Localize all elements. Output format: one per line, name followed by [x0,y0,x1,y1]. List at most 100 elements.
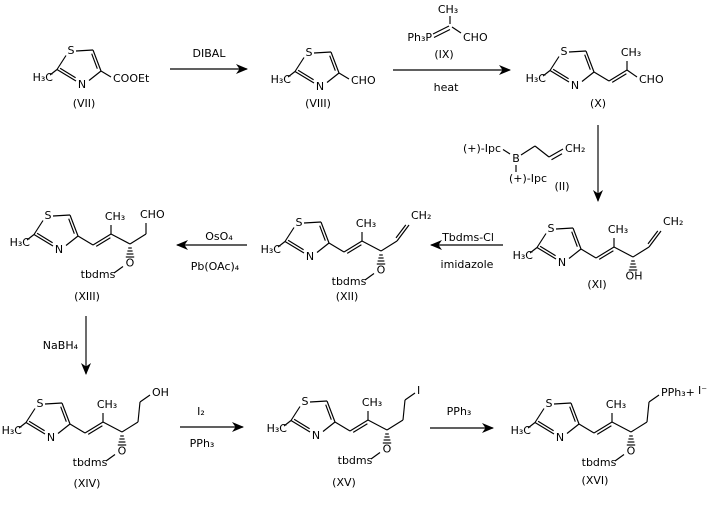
substituent-bond [100,70,112,78]
atom-s-label: S [296,216,303,229]
thiazole-ring-bonds [277,221,330,254]
compound-number-label: (XV) [332,476,356,489]
substituent-bond [338,72,350,80]
atom-n-label: N [47,431,55,444]
compound-number-label: (XI) [587,278,606,291]
compound-xvi: S N H₃C CH₃ O tbdms PPh₃+ I⁻ (XVI) [511,384,708,487]
methyl-label: H₃C [511,424,532,437]
methyl-label: H₃C [271,73,292,86]
compound-number-label: (VII) [73,97,96,110]
compound-x: S N H₃C CH₃ CHO (X) [526,45,664,110]
oxygen-label: O [627,445,636,458]
atom-s-label: S [68,44,75,57]
ester-label: COOEt [113,72,150,85]
vinyl-bonds [328,231,363,254]
silyl-label: tbdms [582,456,617,469]
atom-n-label: N [556,431,564,444]
thiazole-ring-bonds [527,402,580,435]
aldehyde-chain-bonds [129,222,147,245]
vinyl-bonds [593,60,628,83]
methyl-label: H₃C [10,236,31,249]
atom-n-label: N [316,80,324,93]
compound-xiv: S N H₃C CH₃ O tbdms OH (XIV) [2,386,169,490]
silyl-label: tbdms [81,268,116,281]
borane-number-label: (II) [554,180,569,193]
vinyl-methyl-label: CH₃ [356,217,376,230]
compound-xiii: S N H₃C CH₃ O tbdms CHO (XIII) [10,208,165,303]
aldehyde-label: CHO [639,73,664,86]
allyl-chain-bonds [632,230,662,258]
ipc-top-label: (+)-Ipc [463,142,501,155]
thiazole-ring-bonds [529,227,582,260]
vinyl-methyl-label: CH₃ [606,398,626,411]
compound-number-label: (XII) [336,290,359,303]
terminal-methylene-label: CH₂ [411,209,431,222]
hydroxyethyl-chain-bonds [121,394,151,433]
ylide-number-label: (IX) [434,48,453,61]
boron-label: B [512,152,520,165]
atom-n-label: N [55,243,63,256]
oxygen-label: O [126,257,135,270]
methyl-label: H₃C [33,71,54,84]
oxygen-label: O [377,264,386,277]
condition-label: heat [434,81,459,94]
compound-number-label: (VIII) [305,97,331,110]
atom-s-label: S [561,45,568,58]
iodoethyl-chain-bonds [386,392,416,431]
compound-vii: S N H₃C COOEt (VII) [33,44,150,110]
reagent-label: Tbdms-Cl [441,231,494,244]
compound-number-label: (X) [590,97,606,110]
step-borohydride-reduction: NaBH₄ [43,316,91,375]
vinyl-bonds [77,224,112,247]
ylide-phosphorus-label: Ph₃P [407,31,432,44]
atom-s-label: S [45,209,52,222]
vinyl-methyl-label: CH₃ [105,210,125,223]
step-phosphonium-formation: PPh₃ [430,405,494,433]
reagent-label: PPh₃ [190,437,215,450]
thiazole-ring-bonds [18,402,71,435]
compound-viii: S N H₃C CHO (VIII) [271,46,376,110]
allyl-bond [520,145,536,156]
p-c-double-bond-inner [433,28,451,39]
vinyl-bonds [580,237,615,260]
silyl-label: tbdms [73,456,108,469]
compound-xi: S N H₃C CH₃ OH CH₂ (XI) [513,215,684,291]
atom-s-label: S [302,395,309,408]
vinyl-methyl-label: CH₃ [362,396,382,409]
atom-s-label: S [548,222,555,235]
step-iodination: I₂ PPh₃ [180,405,244,450]
aldehyde-bond [626,69,638,78]
ylide-methyl-label: CH₃ [438,3,458,16]
methyl-label: H₃C [526,72,547,85]
reagent-label: Pb(OAc)₄ [191,260,240,273]
oxygen-label: O [118,445,127,458]
methyl-label: H₃C [261,243,282,256]
methyl-label: H₃C [2,424,23,437]
stereocenter-bonds [611,421,636,446]
thiazole-ring-bonds [287,51,340,84]
step-silylation: Tbdms-Cl imidazole [430,231,503,271]
step-oxidative-cleavage: OsO₄ Pb(OAc)₄ [176,230,247,273]
allyl-double-bond [548,148,564,158]
atom-n-label: N [78,78,86,91]
stereocenter-bonds [102,421,127,446]
compound-number-label: (XVI) [582,474,609,487]
vinyl-methyl-label: CH₃ [608,223,628,236]
terminal-methylene-label: CH₂ [663,215,683,228]
vinyl-bonds [69,412,104,435]
methyl-label: H₃C [267,422,288,435]
thiazole-ring-bonds [49,49,102,82]
thiazole-ring-bonds [283,400,336,433]
silyl-label: tbdms [338,454,373,467]
ipc-bottom-label: (+)-Ipc [509,172,547,185]
compound-number-label: (XIII) [74,290,100,303]
compound-xv: S N H₃C CH₃ O tbdms I (XV) [267,384,421,489]
aldehyde-bond [451,26,462,34]
step-wittig: CH₃ Ph₃P CHO (IX) heat [393,3,511,94]
stereocenter-bonds [367,419,392,444]
thiazole-ring-bonds [26,214,79,247]
hydroxyl-label: OH [152,386,169,399]
step-allylboration: (+)-Ipc B (+)-Ipc CH₂ (II) [463,125,603,202]
